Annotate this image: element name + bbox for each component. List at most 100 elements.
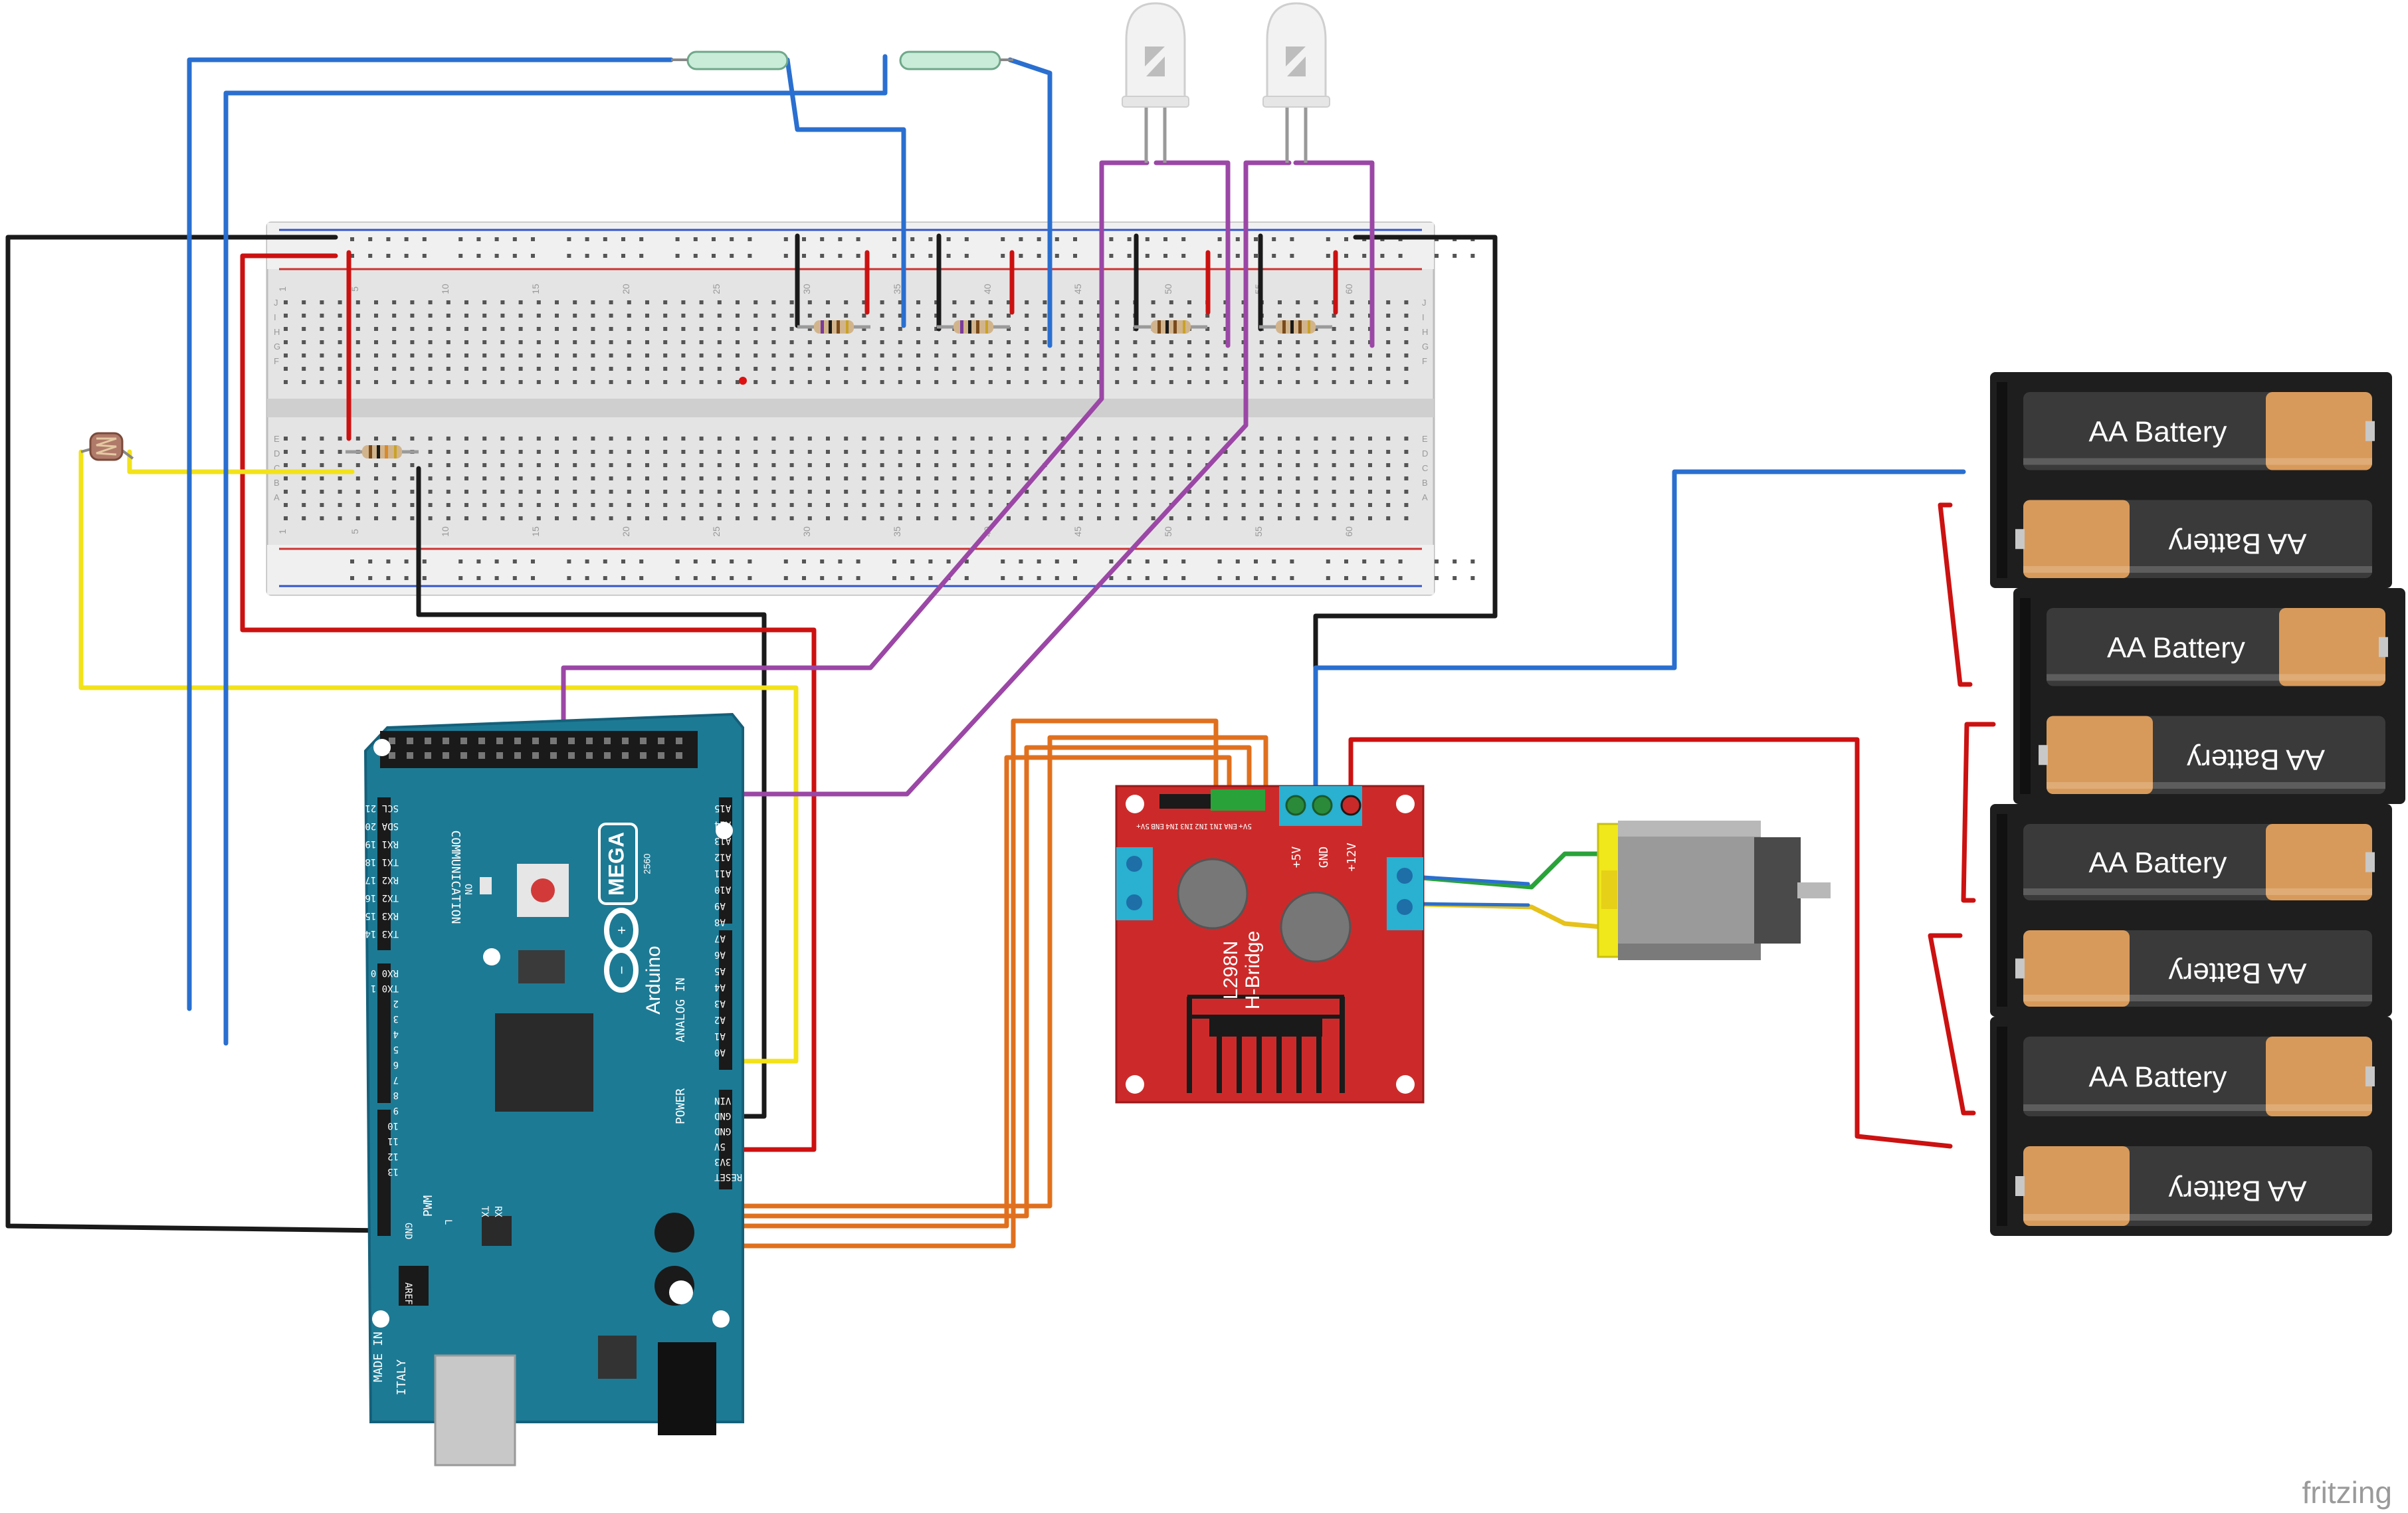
blue-wire [1313, 469, 1966, 807]
reed-switch [671, 50, 789, 70]
battery-holder: AA Battery AA Battery [1990, 372, 2392, 588]
row-letter: J [274, 298, 278, 308]
battery-label: AA Battery [2107, 631, 2245, 664]
header-pin-label: IN1 [1209, 822, 1223, 831]
pin-label: A14 [714, 819, 731, 830]
hbridge-chip-label: L298N [1220, 941, 1242, 999]
svg-text:−: − [613, 966, 630, 975]
battery-packs: AA Battery AA Battery AA Battery AA Battery… [1990, 372, 2405, 1236]
column-number: 55 [1253, 526, 1264, 537]
pin-label: 7 [393, 1074, 399, 1085]
row-letter: D [1422, 449, 1428, 458]
column-number: 1 [277, 286, 288, 292]
pin-label: A12 [714, 852, 731, 862]
blue-wire [1007, 57, 1053, 348]
pin-label: 9 [393, 1105, 399, 1116]
battery-label: AA Battery [2089, 415, 2227, 448]
black-wire [416, 466, 767, 1119]
aa-battery: AA Battery [2015, 500, 2372, 578]
column-number: 5 [350, 286, 360, 292]
column-number: 60 [1344, 284, 1354, 294]
pin-label: A9 [714, 900, 726, 911]
row-letter: A [274, 492, 280, 502]
fritzing-watermark: fritzing [2302, 1475, 2392, 1510]
pin-label: A0 [714, 1047, 726, 1058]
hbridge-5v-label: +5V [1290, 847, 1304, 868]
resistor [1259, 320, 1332, 334]
pin-label: TX1 18 [365, 857, 399, 867]
row-letter: H [1422, 327, 1428, 337]
row-letter: D [274, 449, 280, 458]
purple-wire [569, 160, 1292, 797]
l-label: L [443, 1219, 453, 1225]
column-number: 1 [277, 529, 288, 534]
pin-label: VIN [714, 1095, 731, 1106]
column-number: 10 [440, 526, 451, 537]
pin-label: SDA 20 [365, 821, 399, 831]
pwm-label: PWM [421, 1195, 435, 1217]
country-label: ITALY [395, 1360, 409, 1395]
column-number: 30 [801, 526, 812, 537]
hbridge-name-label: H-Bridge [1242, 931, 1264, 1009]
pin-label: 13 [387, 1166, 399, 1177]
board-model: MEGA [604, 832, 628, 896]
column-number: 20 [621, 284, 631, 294]
yellow-wire [78, 449, 799, 1064]
power-label: POWER [674, 1088, 688, 1124]
pin-label: 12 [387, 1151, 399, 1161]
made-in-label: MADE IN [371, 1332, 385, 1382]
red-wire [1961, 722, 1996, 903]
led [1122, 2, 1189, 163]
row-letter: C [1422, 463, 1428, 473]
aa-battery: AA Battery [2023, 824, 2375, 900]
column-number: 30 [801, 284, 812, 294]
pin-label: TX3 14 [365, 928, 399, 939]
pin-label: 10 [387, 1120, 399, 1131]
communication-label: COMMUNICATION [449, 831, 462, 924]
pin-label: A1 [714, 1031, 726, 1041]
pin-label: A5 [714, 965, 726, 976]
pin-label: 6 [393, 1059, 399, 1070]
battery-label: AA Battery [2169, 957, 2307, 989]
pin-label: 2 [393, 998, 399, 1009]
pin-label: RX0 0 [371, 967, 399, 978]
row-letter: G [1422, 342, 1429, 352]
resistor [346, 445, 419, 458]
header-pin-label: ENB [1151, 822, 1164, 831]
aref-label: AREF [403, 1282, 413, 1305]
pin-label: A7 [714, 933, 726, 944]
resistor [797, 320, 870, 334]
header-pin-label: 5V+ [1136, 822, 1150, 831]
breadboard-holes [284, 237, 1475, 580]
pin-label: A2 [714, 1015, 726, 1025]
photoresistor [80, 432, 134, 461]
breadboard: 1155101015152020252530303535404045455050… [266, 221, 1475, 596]
black-wire [5, 235, 388, 1233]
battery-label: AA Battery [2089, 847, 2227, 879]
resistor [937, 320, 1010, 334]
column-number: 45 [1072, 284, 1083, 294]
rx-label: RX [492, 1206, 503, 1217]
column-number: 5 [350, 529, 360, 534]
row-letter: C [274, 463, 280, 473]
blue-wire [223, 54, 888, 1046]
aa-battery: AA Battery [2015, 1146, 2372, 1226]
row-letter: J [1422, 298, 1427, 308]
gnd-label: GND [403, 1223, 413, 1239]
battery-label: AA Battery [2169, 528, 2307, 560]
row-letter: A [1422, 492, 1428, 502]
analog-in-label: ANALOG IN [674, 977, 688, 1043]
purple-wire [561, 160, 1150, 793]
pin-label: 3 [393, 1013, 399, 1024]
column-number: 35 [892, 526, 902, 537]
motor-yellow-wire [1396, 901, 1604, 930]
blue-wire [187, 57, 674, 1011]
row-letter: F [274, 356, 279, 366]
row-letter: G [274, 342, 280, 352]
column-number: 15 [530, 284, 541, 294]
pin-label: GND [714, 1110, 731, 1121]
red-marker-dot [739, 377, 747, 385]
